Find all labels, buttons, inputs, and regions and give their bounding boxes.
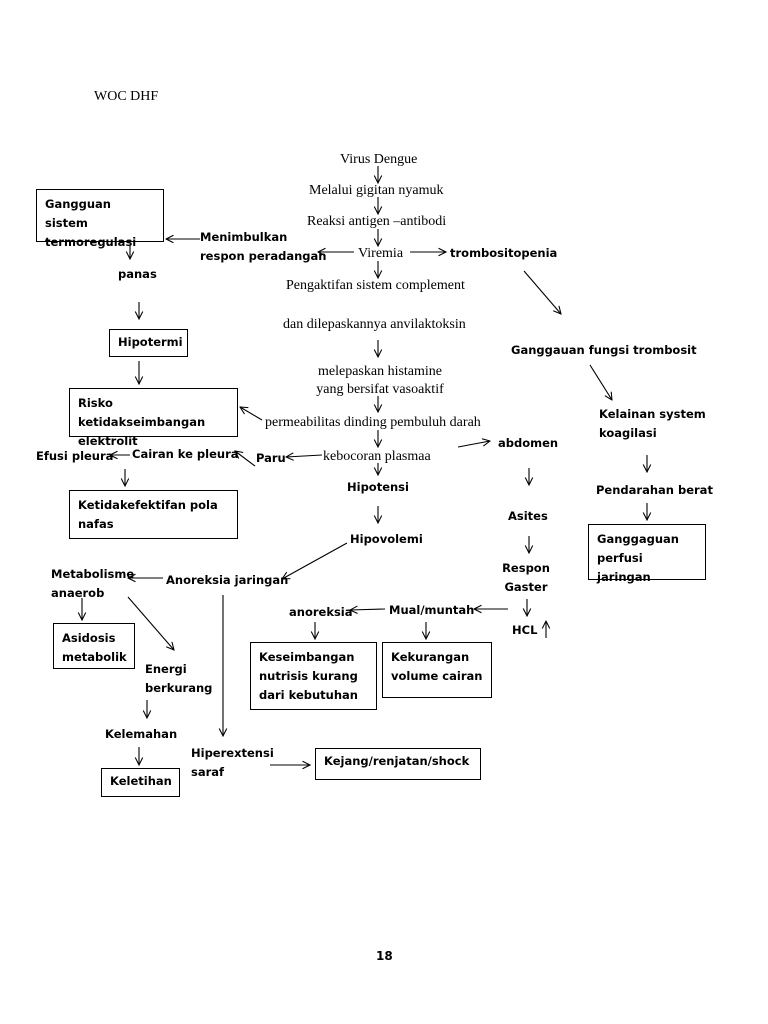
box-kejang-shock: Kejang/renjatan/shock — [315, 748, 481, 780]
node-efusi-pleura: Efusi pleura — [36, 449, 114, 463]
box-risko-elektrolit: Risko ketidakseimbangan elektrolit — [69, 388, 238, 448]
arrow-kebocoran-abdomen — [457, 441, 490, 448]
box-asidosis-metabolik: Asidosis metabolik — [53, 623, 135, 669]
arrow-mual-anoreksia — [350, 609, 386, 610]
node-trombositopenia: trombositopenia — [450, 246, 558, 260]
box-pola-nafas: Ketidakefektifan pola nafas — [69, 490, 238, 539]
node-cairan-pleura: Cairan ke pleura — [132, 447, 239, 461]
node-paru: Paru — [256, 451, 286, 465]
node-virus-dengue: Virus Dengue — [340, 152, 418, 167]
node-hipotensi: Hipotensi — [347, 480, 409, 494]
node-hipovolemi: Hipovolemi — [350, 532, 423, 546]
box-kekurangan-volume-cairan: Kekurangan volume cairan — [382, 642, 492, 698]
node-viremia: Viremia — [358, 246, 404, 261]
node-pendarahan-berat: Pendarahan berat — [596, 483, 713, 497]
arrow-metabolisme-energi — [127, 596, 174, 650]
node-abdomen: abdomen — [498, 436, 559, 450]
node-mual-muntah: Mual/muntah — [389, 603, 475, 617]
node-respon-gaster: Respon Gaster — [502, 561, 550, 594]
node-metabolisme-anaerob: Metabolisme anaerob — [51, 567, 135, 600]
node-asites: Asites — [508, 509, 548, 523]
node-gigitan-nyamuk: Melalui gigitan nyamuk — [309, 183, 444, 198]
node-anvilaktoksin: dan dilepaskannya anvilaktoksin — [283, 317, 466, 332]
node-reaksi-antigen: Reaksi antigen –antibodi — [307, 214, 447, 229]
node-permeabilitas: permeabilitas dinding pembuluh darah — [265, 415, 481, 430]
box-keletihan: Keletihan — [101, 768, 180, 797]
arrow-fungsi-kelainan — [589, 364, 612, 400]
box-gangguan-termoregulasi: Gangguan sistem termoregulasi — [36, 189, 164, 249]
box-hipotermi: Hipotermi — [109, 329, 188, 357]
arrow-kebocoran-paru — [286, 455, 323, 457]
page-number: 18 — [376, 949, 393, 963]
node-hcl: HCL — [512, 623, 538, 637]
node-anoreksia: anoreksia — [289, 605, 353, 619]
arrow-permeabilitas-risko — [240, 407, 263, 421]
box-nutrisi-kurang: Keseimbangan nutrisis kurang dari kebutu… — [250, 642, 377, 710]
node-kelemahan: Kelemahan — [105, 727, 178, 741]
box-perfusi-jaringan: Ganggaguan perfusi jaringan — [588, 524, 706, 584]
node-panas: panas — [118, 267, 157, 281]
node-anoreksia-jaringan: Anoreksia jaringan — [166, 573, 289, 587]
node-energi-berkurang: Energi berkurang — [145, 662, 213, 695]
node-menimbulkan-respon: Menimbulkan respon peradangan — [200, 230, 327, 263]
node-kebocoran-plasma: kebocoran plasmaa — [323, 449, 431, 464]
node-pengaktifan-complement: Pengaktifan sistem complement — [286, 278, 465, 293]
node-fungsi-trombosit: Ganggauan fungsi trombosit — [511, 343, 697, 357]
arrow-hipovolemi-anoreksia-jaringan — [282, 542, 348, 579]
node-histamine: melepaskan histamine yang bersifat vasoa… — [316, 364, 444, 397]
node-kelainan-koagilasi: Kelainan system koagilasi — [599, 407, 706, 440]
diagram-title: WOC DHF — [94, 89, 159, 104]
node-hiperextensi-saraf: Hiperextensi saraf — [191, 746, 274, 779]
arrow-trombositopenia-fungsi — [523, 270, 561, 314]
arrow-paru-cairan — [235, 451, 256, 467]
